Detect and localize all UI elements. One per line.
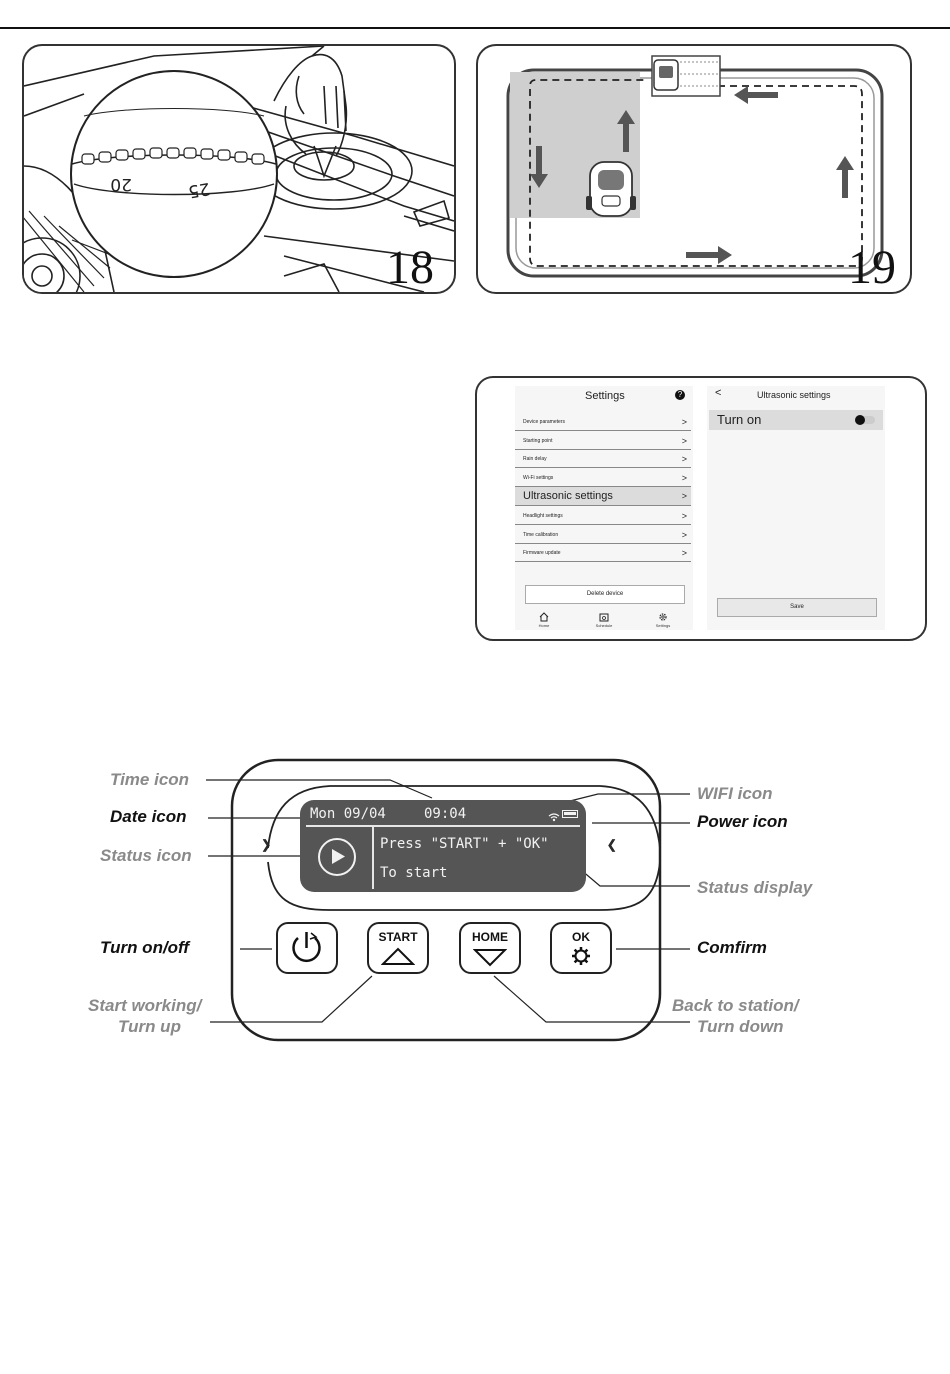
dial-mark-25: 25	[187, 178, 212, 201]
label-confirm: Comfirm	[697, 938, 767, 957]
label-back-to-station: Back to station/	[672, 996, 799, 1015]
figure-number-18: 18	[386, 241, 434, 294]
lcd-time: 09:04	[424, 806, 467, 822]
label-date-icon: Date icon	[110, 807, 187, 826]
down-arrow-icon	[473, 949, 507, 967]
status-icon	[318, 838, 356, 876]
wifi-icon	[548, 809, 560, 827]
direction-arrows	[530, 86, 854, 264]
label-turn-onoff: Turn on/off	[100, 938, 190, 957]
chevron-right-icon: >	[681, 548, 687, 558]
chevron-right-icon: >	[681, 454, 687, 464]
right-chevrons-icon: 〈〈〈	[600, 838, 616, 854]
gear-icon	[659, 613, 667, 621]
calendar-icon	[599, 613, 609, 622]
menu-item-firmware-update[interactable]: Firmware update>	[515, 544, 691, 562]
tab-home[interactable]: Home	[529, 612, 559, 628]
chevron-right-icon: >	[681, 511, 687, 521]
back-icon[interactable]: <	[715, 387, 722, 399]
ultrasonic-toggle[interactable]	[855, 415, 875, 425]
tab-schedule[interactable]: Schedule	[589, 612, 619, 628]
power-icon	[292, 932, 321, 963]
lcd-status-line-1: Press "START" + "OK"	[380, 836, 549, 852]
menu-item-wifi-settings[interactable]: Wi-Fi settings>	[515, 469, 691, 487]
chevron-right-icon: >	[681, 530, 687, 540]
ok-key-label: OK	[572, 930, 590, 944]
menu-item-starting-point[interactable]: Starting point>	[515, 432, 691, 450]
lcd-status-line-2: To start	[380, 865, 448, 881]
label-time-icon: Time icon	[110, 770, 190, 789]
left-chevrons-icon: 〉〉〉	[262, 838, 278, 854]
ultrasonic-panel: < Ultrasonic settings Turn on Save	[707, 386, 885, 630]
ultrasonic-title: Ultrasonic settings	[757, 390, 831, 400]
figure-18-illustration: 20 25 18	[22, 44, 456, 294]
label-status-icon: Status icon	[100, 846, 192, 865]
lcd-date: Mon 09/04	[310, 806, 386, 822]
label-turn-up: Turn up	[118, 1017, 181, 1036]
mower-height-dial-drawing: 20 25	[24, 46, 454, 292]
delete-device-button[interactable]: Delete device	[525, 585, 685, 604]
lcd-divider-vertical	[372, 827, 374, 889]
battery-icon	[562, 810, 578, 818]
home-icon	[539, 612, 549, 622]
turn-on-label: Turn on	[717, 412, 762, 427]
settings-title: Settings	[585, 390, 625, 402]
up-arrow-icon	[381, 947, 415, 965]
status-display-screen: Mon 09/04 09:04 Press "START" + "OK" To …	[300, 800, 586, 892]
menu-item-ultrasonic-settings[interactable]: Ultrasonic settings>	[515, 487, 691, 506]
label-power-icon: Power icon	[697, 812, 788, 831]
menu-item-device-parameters[interactable]: Device parameters>	[515, 413, 691, 431]
start-key-label: START	[378, 930, 418, 944]
help-icon[interactable]: ?	[675, 390, 685, 400]
label-turn-down: Turn down	[697, 1017, 784, 1036]
ok-button[interactable]: OK	[550, 922, 612, 974]
lcd-divider-horizontal	[306, 825, 580, 827]
label-start-working: Start working/	[88, 996, 202, 1015]
menu-item-rain-delay[interactable]: Rain delay>	[515, 450, 691, 468]
dial-mark-20: 20	[110, 174, 132, 194]
save-button[interactable]: Save	[717, 598, 877, 617]
start-button[interactable]: START	[367, 922, 429, 974]
home-button[interactable]: HOME	[459, 922, 521, 974]
label-status-display: Status display	[697, 878, 813, 897]
gear-icon	[572, 947, 590, 965]
chevron-right-icon: >	[681, 491, 687, 501]
app-settings-screenshot: Settings ? Device parameters> Starting p…	[475, 376, 927, 641]
power-button[interactable]	[276, 922, 338, 974]
menu-item-time-calibration[interactable]: Time calibration>	[515, 526, 691, 544]
control-panel-diagram: Mon 09/04 09:04 Press "START" + "OK" To …	[0, 740, 950, 1060]
tab-settings[interactable]: Settings	[648, 612, 678, 628]
label-wifi-icon: WIFI icon	[697, 784, 773, 803]
settings-panel: Settings ? Device parameters> Starting p…	[515, 386, 693, 630]
header-rule	[0, 27, 950, 29]
home-key-label: HOME	[472, 930, 508, 944]
mowing-pattern-diagram	[506, 55, 884, 278]
turn-on-row: Turn on	[709, 410, 883, 430]
chevron-right-icon: >	[681, 417, 687, 427]
figure-19-illustration: 19	[476, 44, 912, 294]
chevron-right-icon: >	[681, 473, 687, 483]
chevron-right-icon: >	[681, 436, 687, 446]
play-icon	[332, 849, 345, 864]
menu-item-headlight-settings[interactable]: Headlight settings>	[515, 507, 691, 525]
figure-number-19: 19	[848, 241, 896, 294]
robot-mower-icon	[586, 161, 636, 217]
